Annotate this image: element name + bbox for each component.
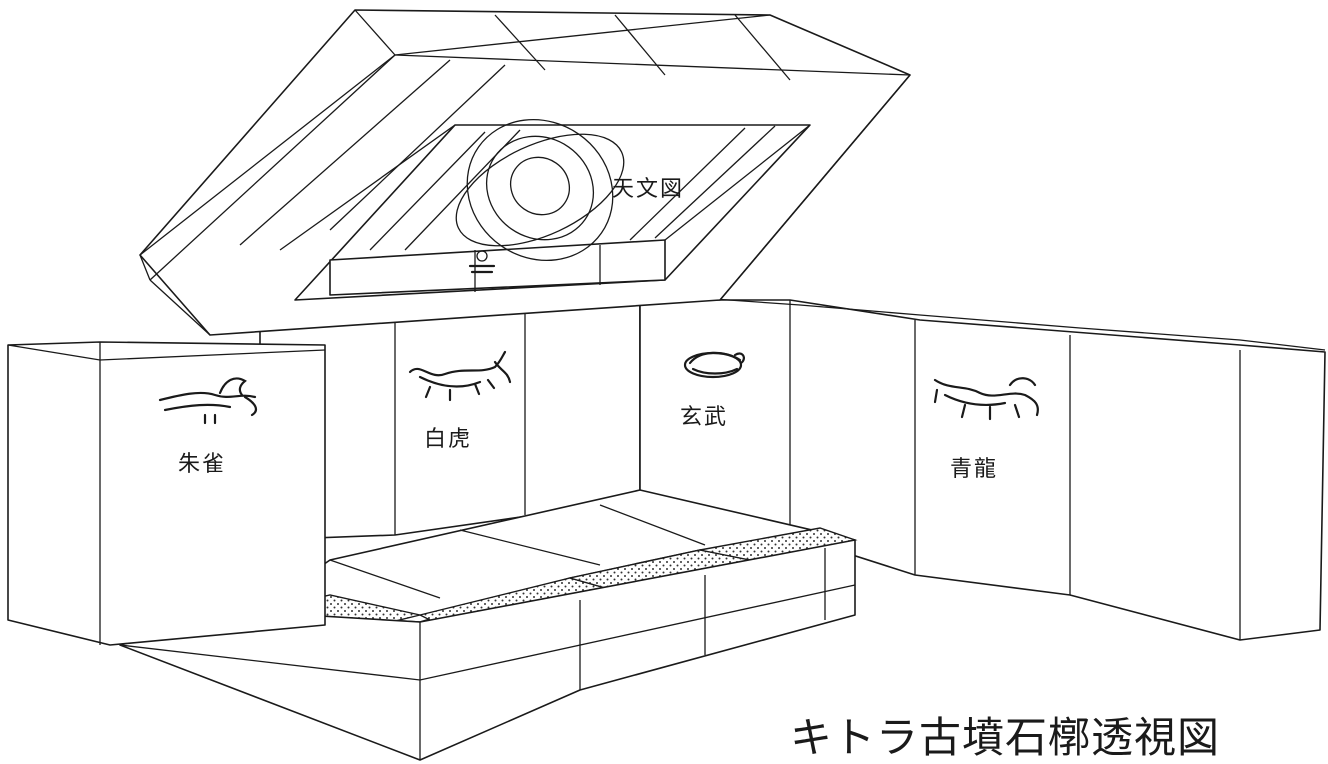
west-wall-label: 白虎 (424, 427, 472, 452)
star-map-circles (455, 118, 625, 274)
south-wall (7, 341, 326, 646)
ceiling-label: 天文図 (612, 177, 684, 202)
south-wall-label: 朱雀 (178, 452, 226, 477)
ceiling-lid (139, 9, 911, 336)
byakko-figure-icon (408, 350, 512, 402)
north-wall-label: 玄武 (680, 405, 728, 430)
east-wall-label: 青龍 (950, 457, 998, 482)
seiryu-figure-icon (933, 377, 1039, 421)
genbu-figure-icon (683, 351, 745, 379)
diagram-title: キトラ古墳石槨透視図 (790, 713, 1220, 762)
suzaku-figure-icon (158, 377, 258, 425)
